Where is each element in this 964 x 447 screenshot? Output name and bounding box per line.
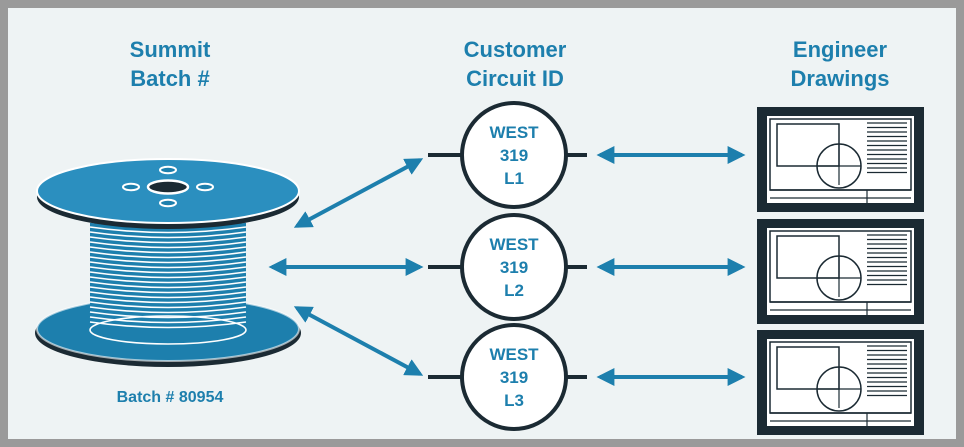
engineering-drawing-icon bbox=[757, 330, 924, 435]
circuit-line1: WEST bbox=[489, 123, 539, 142]
double-arrow-icon bbox=[293, 306, 424, 376]
batch-number-caption: Batch # 80954 bbox=[116, 389, 224, 406]
circuit-line3: L3 bbox=[504, 391, 524, 410]
heading-engineer-drawings: Engineer Drawings bbox=[790, 37, 890, 91]
cable-spool-icon bbox=[35, 158, 301, 367]
circuit-node-l2: WEST 319 L2 bbox=[428, 213, 587, 321]
circuit-line1: WEST bbox=[489, 235, 539, 254]
circuit-line1: WEST bbox=[489, 345, 539, 364]
circuit-line2: 319 bbox=[500, 368, 528, 387]
engineering-drawing-icon bbox=[757, 107, 924, 212]
circuit-line3: L1 bbox=[504, 169, 524, 188]
circuit-line3: L2 bbox=[504, 281, 524, 300]
heading-customer-circuit-id: Customer Circuit ID bbox=[463, 37, 567, 91]
circuit-line2: 319 bbox=[500, 258, 528, 277]
circuit-line2: 319 bbox=[500, 146, 528, 165]
circuit-node-l1: WEST 319 L1 bbox=[428, 101, 587, 209]
double-arrow-icon bbox=[293, 158, 424, 228]
circuit-node-l3: WEST 319 L3 bbox=[428, 323, 587, 431]
engineering-drawing-icon bbox=[757, 219, 924, 324]
heading-summit-batch: Summit Batch # bbox=[129, 37, 211, 91]
